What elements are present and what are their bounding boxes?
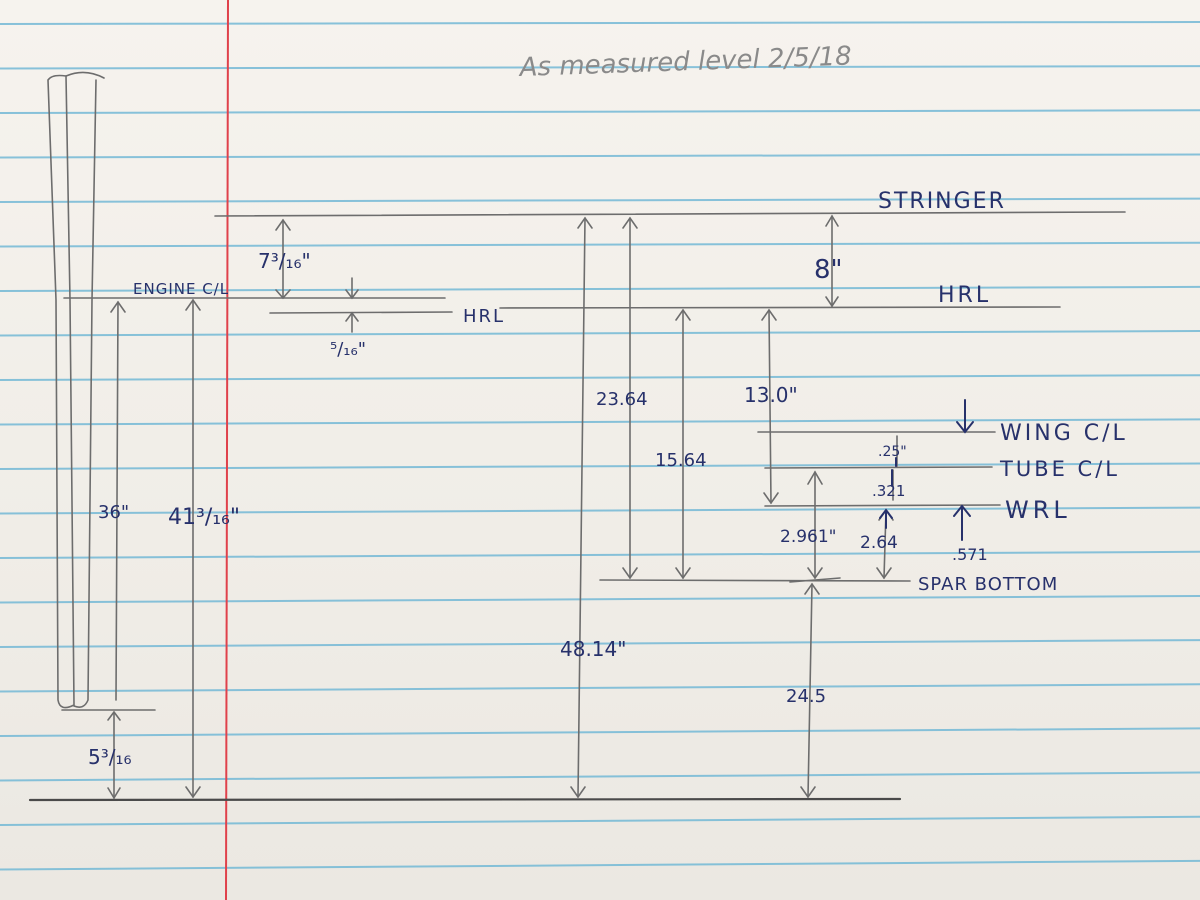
rule-line — [0, 241, 1200, 248]
rule-line — [0, 815, 1200, 826]
label-stringer: STRINGER — [878, 189, 1006, 214]
label-wing-cl: WING C/L — [1000, 421, 1128, 446]
dim-23-64: 23.64 — [596, 389, 648, 410]
margin-line — [225, 0, 229, 900]
label-wrl: WRL — [1005, 496, 1071, 524]
tube-tick — [891, 457, 897, 487]
dim-25: .25" — [878, 444, 907, 460]
tall-outline — [47, 74, 75, 709]
label-engine-cl: ENGINE C/L — [133, 280, 229, 298]
rule-line — [0, 550, 1200, 559]
rule-line — [0, 374, 1200, 381]
wrl-up-arrow — [953, 504, 971, 541]
rule-line — [0, 65, 1200, 70]
wing-cl-arrow — [956, 399, 974, 434]
tube-cl-line — [764, 466, 993, 469]
hrl-left-line — [269, 311, 453, 314]
dim-321: .321 — [872, 482, 905, 500]
spar-bottom-line — [599, 579, 911, 582]
arrowheads — [107, 214, 894, 800]
rule-line — [0, 153, 1200, 159]
rule-line — [0, 285, 1200, 292]
dim-48-line — [577, 217, 586, 798]
spar-cross-line — [789, 577, 841, 583]
tall-outline-right — [65, 71, 105, 708]
rule-line — [0, 859, 1200, 871]
rule-line — [0, 109, 1200, 114]
label-spar-bottom: SPAR BOTTOM — [918, 574, 1058, 595]
dim-571: .571 — [952, 545, 988, 564]
hrl-line — [499, 306, 1061, 309]
stringer-line — [214, 211, 1126, 217]
rule-line — [0, 639, 1200, 648]
pencil-drawing — [28, 71, 1126, 802]
dim-36: 36" — [98, 502, 129, 523]
dim-13-line — [768, 309, 772, 504]
rule-line — [0, 594, 1200, 604]
dim-7-3-16: 7³/₁₆" — [258, 249, 311, 273]
wrl-line — [764, 504, 1001, 507]
dim-24-5: 24.5 — [786, 686, 826, 707]
dim-2-64: 2.64 — [860, 533, 898, 553]
dim-41-3-16: 41³/₁₆" — [168, 505, 240, 530]
rule-line — [0, 506, 1200, 515]
rule-line — [0, 418, 1200, 426]
dim-13-0: 13.0" — [744, 383, 798, 407]
dim-8: 8" — [814, 255, 843, 285]
rule-line — [0, 21, 1200, 25]
rule-line — [0, 727, 1200, 737]
label-hrl-left: HRL — [463, 306, 505, 327]
label-hrl-right: HRL — [938, 283, 991, 308]
ink-arrows — [879, 399, 974, 541]
dim-36-line — [115, 301, 119, 701]
ruled-lines — [0, 21, 1200, 871]
label-tube-cl: TUBE C/L — [999, 457, 1120, 481]
dim-5-3-16: 5³/₁₆ — [88, 745, 132, 769]
dim-24-line — [807, 583, 813, 798]
rule-line — [0, 683, 1200, 693]
ground-line — [28, 797, 902, 802]
rule-line — [0, 771, 1200, 782]
dim-5-16: ⁵/₁₆" — [330, 339, 366, 360]
rule-line — [0, 330, 1200, 337]
note-title: As measured level 2/5/18 — [517, 41, 852, 83]
dim-15-64: 15.64 — [655, 450, 707, 471]
rule-line — [0, 197, 1200, 203]
two-64-arrow — [879, 508, 893, 529]
rule-line — [0, 462, 1200, 470]
dim-48-14: 48.14" — [560, 637, 626, 661]
dim-2-961: 2.961" — [780, 527, 837, 547]
